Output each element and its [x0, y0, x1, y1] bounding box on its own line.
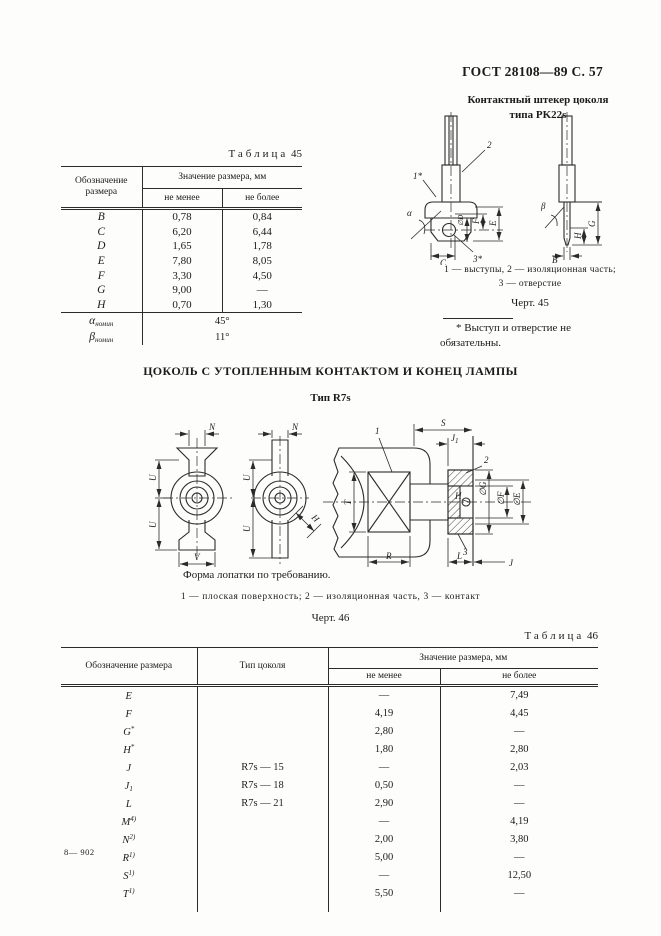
dia-f-label: ∅F: [496, 491, 506, 505]
table-row: N2) 2,00 3,80: [61, 831, 598, 849]
table-row: T1) 5,50 —: [61, 885, 598, 903]
mark-1-label: 1: [375, 426, 380, 436]
l-label: L: [456, 551, 462, 561]
table-row: F 4,19 4,45: [61, 705, 598, 723]
table-row: S1) — 12,50: [61, 867, 598, 885]
figure-45-title: Контактный штекер цоколя типа PK22s: [428, 93, 648, 123]
mark-2-label: 2: [487, 140, 492, 150]
h-label: H: [573, 232, 583, 240]
table-row: J1 R7s — 18 0,50 —: [61, 777, 598, 795]
table-row-alpha: αномин 45°: [61, 312, 302, 330]
table-45-title: Таблица 45: [228, 148, 302, 160]
page-title: ГОСТ 28108—89 С. 57: [462, 64, 603, 79]
dia-g-label: ∅G: [478, 481, 488, 496]
col-header-max: не более: [222, 188, 302, 210]
n-label: N: [291, 422, 299, 432]
g-label: G: [587, 220, 597, 227]
mark-1-label: 1*: [413, 171, 423, 181]
figure-45-label: Черт. 45: [511, 297, 549, 309]
table-46-title: Таблица 46: [524, 630, 598, 642]
s-label: S: [441, 418, 446, 428]
table-row: H* 1,80 2,80: [61, 741, 598, 759]
figure-45-caption: 1 — выступы, 2 — изоляционная часть; 3 —…: [444, 265, 616, 289]
h-label: H: [454, 491, 462, 501]
table-row: M4) — 4,19: [61, 813, 598, 831]
table-row: J R7s — 15 — 2,03: [61, 759, 598, 777]
table-row: B 0,78 0,84: [61, 208, 302, 225]
col-header-type: Тип цоколя: [197, 647, 329, 687]
col-header-designation: Обозначение размера: [61, 166, 143, 210]
u-lower-label: U: [242, 525, 252, 532]
table-row: E 7,80 8,05: [61, 253, 302, 269]
table-row: D 1,65 1,78: [61, 239, 302, 254]
mark-3-label: 3*: [472, 254, 483, 264]
col-header-min: не менее: [142, 188, 223, 210]
h-label: H: [309, 512, 322, 525]
lamp-side-view: [323, 436, 533, 566]
u-lower-label: U: [148, 521, 158, 528]
j-label: J: [509, 558, 514, 568]
table-row: E — 7,49: [61, 685, 598, 705]
beta-label: β: [540, 201, 546, 211]
table-45: Обозначение размера Значение размера, мм…: [61, 166, 302, 346]
figure-46-note: Форма лопатки по требованию.: [183, 569, 331, 581]
figure-46-drawing: N U U V N U U H 1 S J1 2 ∅G H ∅F ∅E 3 T …: [148, 418, 533, 568]
table-row-beta: βномин 11°: [61, 329, 302, 346]
t-label: T: [343, 499, 353, 505]
col-header-designation: Обозначение размера: [61, 647, 198, 687]
u-upper-label: U: [242, 474, 252, 481]
figure-46-caption: 1 — плоская поверхность; 2 — изоляционна…: [180, 592, 481, 602]
figure-45-title-line2: типа PK22s: [509, 109, 567, 121]
table-row: G* 2,80 —: [61, 723, 598, 741]
c-label: C: [440, 258, 447, 265]
f-label: F: [471, 218, 481, 225]
col-header-value: Значение размера, мм: [142, 166, 302, 189]
mark-2-label: 2: [484, 455, 489, 465]
alpha-label: α: [407, 208, 412, 218]
table-row: G 9,00 —: [61, 282, 302, 298]
b-label: B: [552, 255, 558, 265]
pin-side-view: [558, 112, 602, 252]
section-title: ЦОКОЛЬ С УТОПЛЕННЫМ КОНТАКТОМ И КОНЕЦ ЛА…: [143, 364, 518, 378]
col-header-max: не более: [440, 668, 598, 687]
figure-45-drawing: 1* 2 3* α ∅D F E C β H G B: [407, 112, 602, 265]
table-row: H 0,70 1,30: [61, 297, 302, 313]
table-subheader-row: не менее не более: [61, 668, 598, 687]
u-upper-label: U: [148, 474, 158, 481]
table-header-row: Обозначение размера Значение размера, мм: [61, 166, 302, 210]
table-row: C 6,20 6,44: [61, 224, 302, 240]
table-row: L R7s — 21 2,90 —: [61, 795, 598, 813]
col-header-value: Значение размера, мм: [328, 647, 598, 669]
e-label: E: [488, 220, 498, 227]
table-row: F 3,30 4,50: [61, 268, 302, 283]
table-subheader-row: не менее не более: [61, 188, 302, 210]
dia-d-label: ∅D: [457, 215, 465, 226]
footnote-rule: [443, 318, 513, 319]
j1-label: J1: [451, 433, 459, 445]
figure-46-label: Черт. 46: [311, 612, 350, 624]
dimension-lines: [410, 149, 602, 260]
r-label: R: [385, 551, 392, 561]
dimension-lines: [155, 424, 529, 567]
col-header-min: не менее: [328, 668, 441, 687]
figure-45-title-line1: Контактный штекер цоколя: [467, 94, 609, 106]
n-label: N: [208, 422, 216, 432]
printer-mark: 8— 902: [64, 847, 95, 857]
table-46: Обозначение размера Тип цоколя Значение …: [61, 647, 598, 912]
lamp-end-view-flared: [163, 438, 233, 560]
table-header-row: Обозначение размера Тип цоколя Значение …: [61, 647, 598, 687]
lamp-end-view-straight: [251, 436, 309, 564]
mark-3-label: 3: [462, 547, 468, 557]
dia-e-label: ∅E: [512, 492, 522, 506]
pin-front-view: [424, 112, 503, 250]
footnote: * Выступ и отверстие не обязательны.: [440, 322, 571, 349]
table-row: R1) 5,00 —: [61, 849, 598, 867]
section-subtitle: Тип R7s: [310, 392, 351, 404]
table-continuation-row: [61, 903, 598, 912]
v-label: V: [194, 552, 201, 562]
